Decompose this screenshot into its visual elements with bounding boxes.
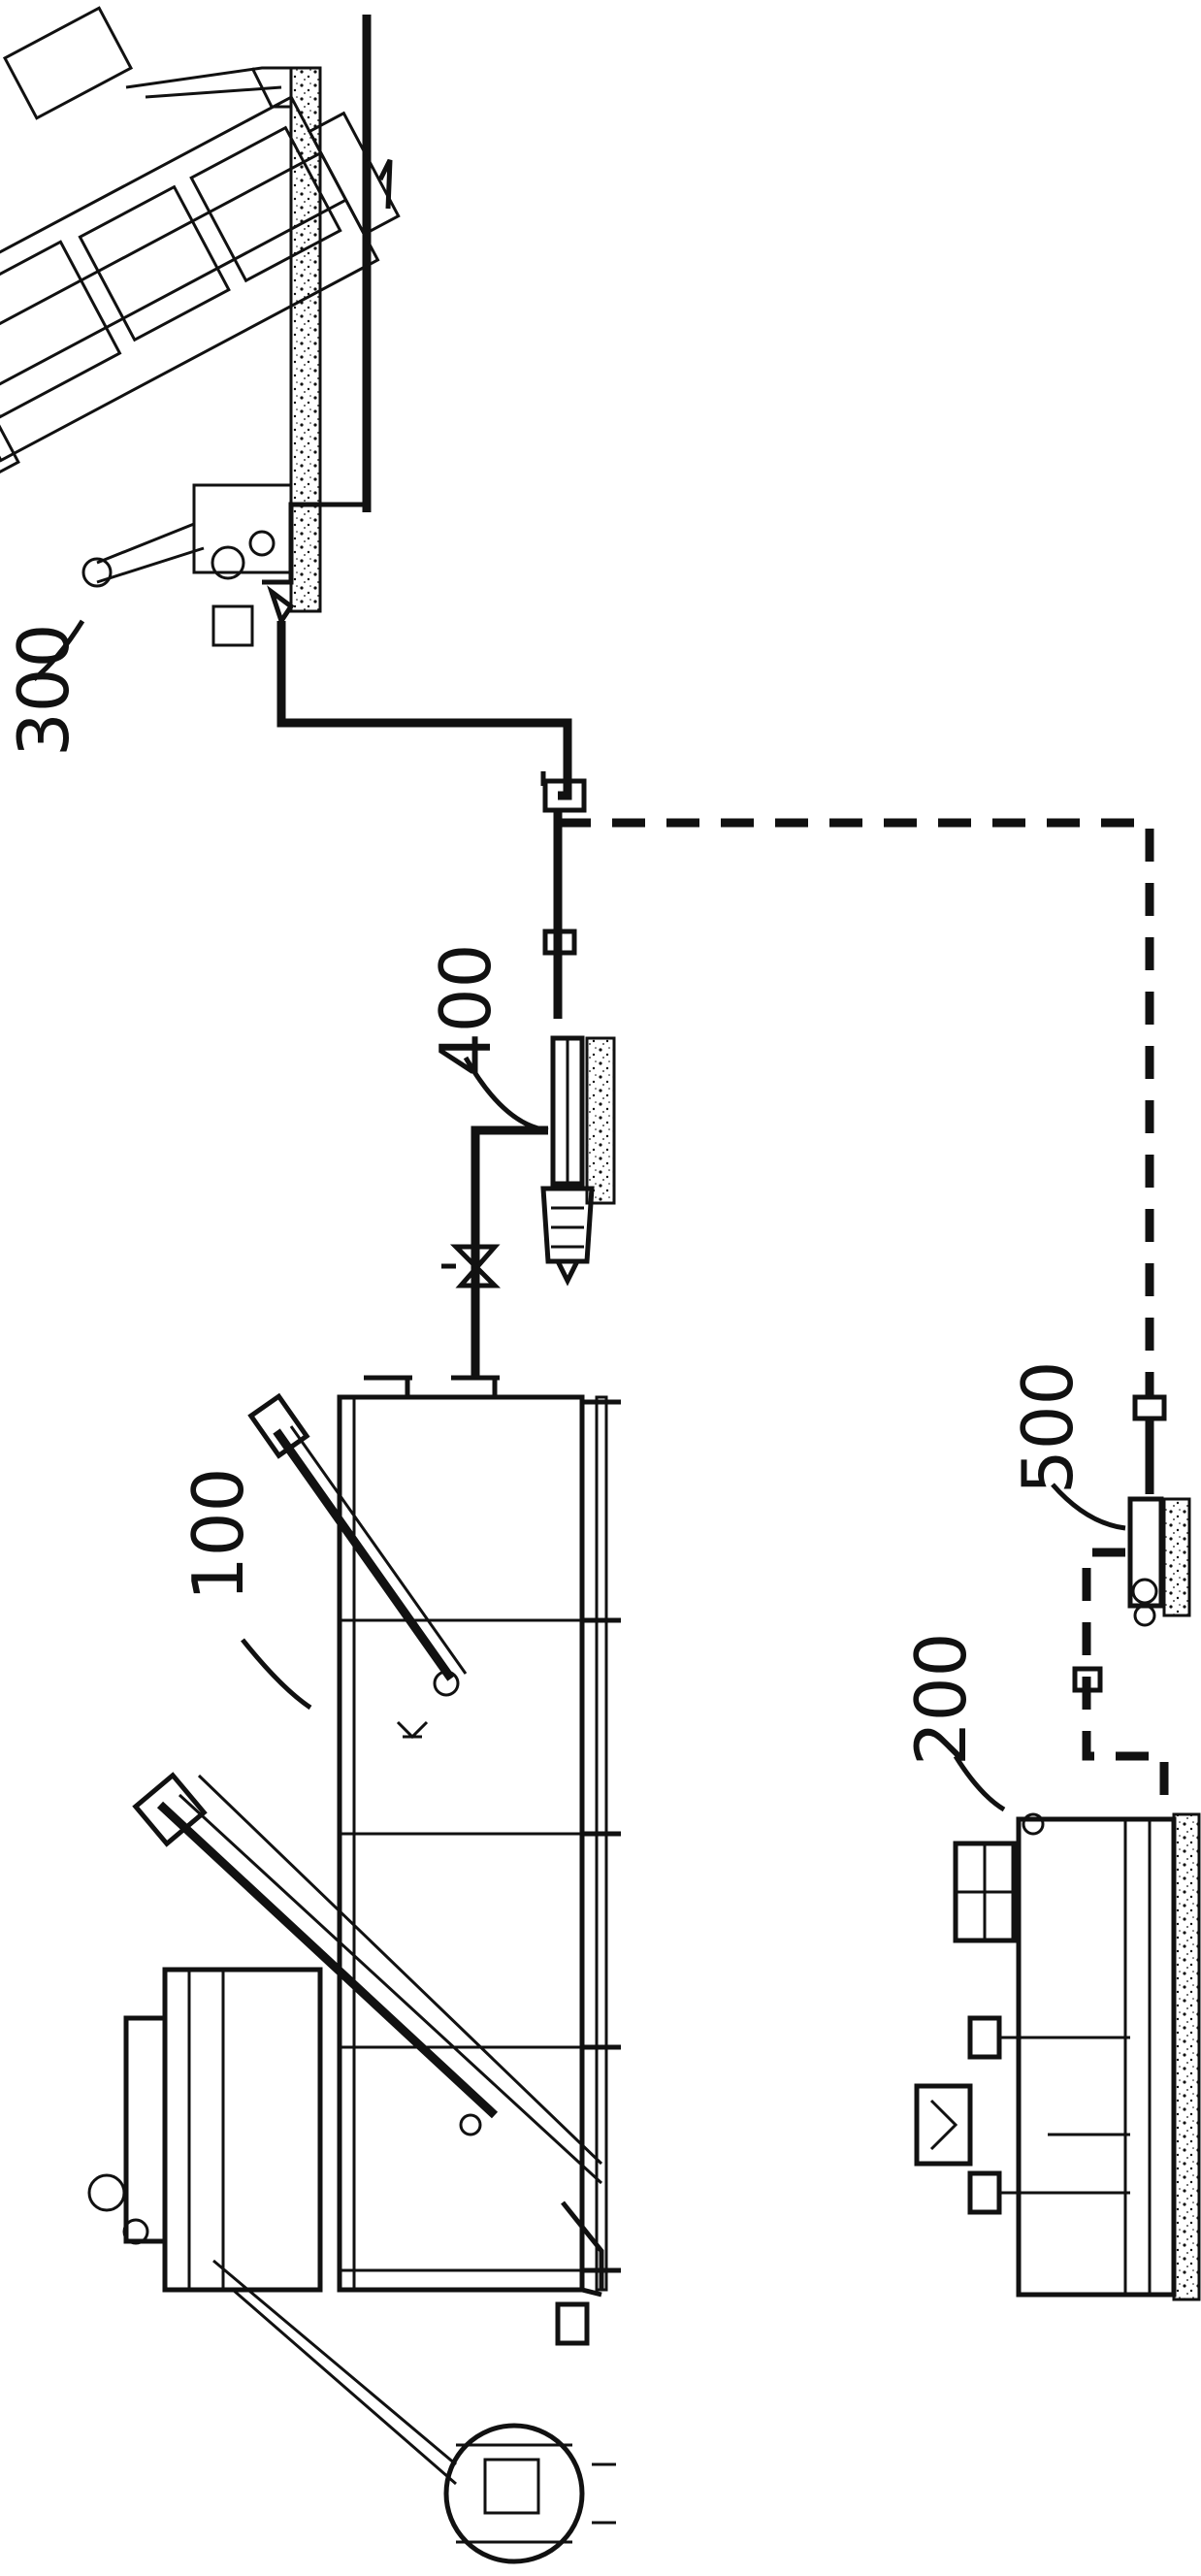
tank-body	[337, 1394, 585, 2293]
detail-circle	[443, 2423, 616, 2564]
pipe-to-tank	[471, 1125, 548, 1378]
leader-300	[32, 619, 85, 681]
unit-400-label: 400	[425, 944, 506, 1077]
label-400: 400	[425, 944, 506, 1077]
leader-200	[953, 1754, 1006, 1812]
valve-upper	[540, 771, 587, 813]
foundation-200	[1172, 1812, 1201, 2301]
unit-200-dosing	[914, 1812, 1201, 2301]
label-100: 100	[178, 1468, 259, 1601]
screen-platform	[87, 1967, 457, 2486]
inline-fitting-lower	[1072, 1666, 1103, 1693]
lower-mechanism	[81, 483, 369, 647]
label-200: 200	[900, 1633, 982, 1766]
sludge-pipe-upper	[276, 621, 572, 800]
mixer-1	[967, 2015, 1002, 2060]
leader-500	[1051, 1483, 1126, 1531]
unit-100-tank	[132, 1375, 621, 2346]
foundation-300	[289, 66, 322, 613]
dosing-tank	[1016, 1816, 1177, 2298]
dashed-pipe-lower	[1082, 1548, 1169, 1800]
foundation-400	[585, 1036, 616, 1205]
hopper-200	[914, 2083, 973, 2167]
mixer-2	[967, 2170, 1002, 2215]
unit-200-label: 200	[900, 1633, 982, 1766]
inclined-body	[0, 95, 401, 483]
dashed-pipe-right	[558, 818, 1154, 1397]
screw-conveyor-2	[132, 1772, 603, 2185]
unit-100-label: 100	[178, 1468, 259, 1601]
unit-500-label: 500	[1007, 1361, 1088, 1494]
butterfly-valve	[449, 1244, 502, 1288]
label-300: 300	[3, 624, 84, 757]
unit-500-pump	[1127, 1394, 1191, 1627]
label-500: 500	[1007, 1361, 1088, 1494]
inline-fitting-500	[1132, 1394, 1167, 1421]
inline-fitting-400	[542, 929, 577, 956]
chute	[125, 66, 291, 99]
screw-conveyor-1	[247, 1392, 468, 1697]
tank-frames	[340, 1395, 621, 2292]
bottom-drive	[555, 2301, 590, 2346]
unit-400-pump	[540, 1035, 616, 1287]
drive-box	[2, 6, 134, 120]
outlet-funnel	[267, 585, 295, 627]
leader-100	[241, 1638, 312, 1711]
water-level-icon	[396, 1720, 429, 1740]
unit-300-label: 300	[3, 624, 84, 757]
level-mark	[377, 158, 393, 210]
pump-motor	[540, 1186, 595, 1264]
foundation-500	[1162, 1497, 1191, 1617]
unit-300-dewatering-machine	[0, 6, 401, 647]
